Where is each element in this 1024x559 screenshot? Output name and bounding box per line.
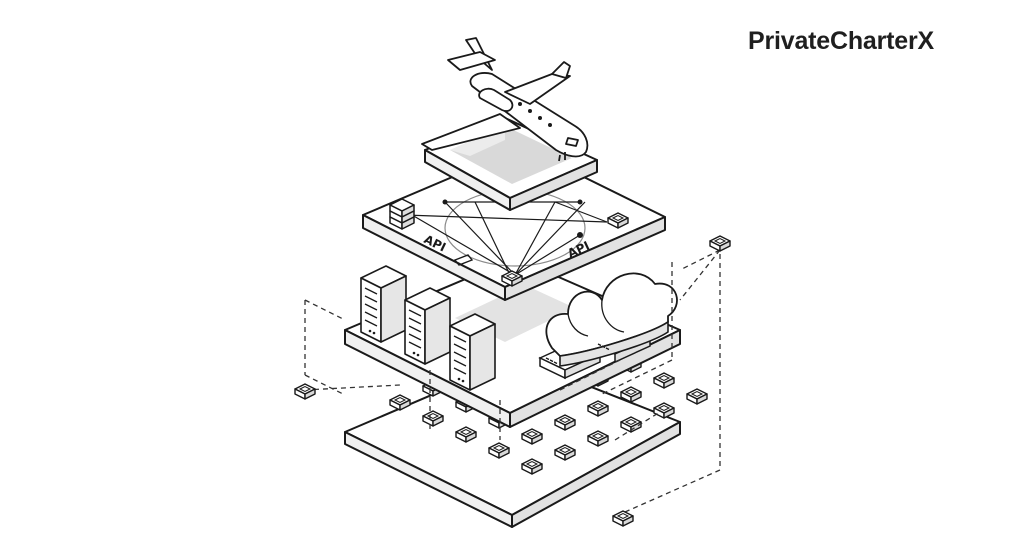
remote-node-icon — [709, 235, 731, 252]
api-connections — [404, 201, 608, 276]
server-tower-icon — [449, 313, 496, 391]
server-tower-icon — [404, 287, 451, 365]
aircraft-layer — [421, 37, 598, 211]
database-icon — [389, 198, 415, 230]
grid-node-icon — [653, 372, 675, 389]
private-jet-icon — [421, 37, 589, 162]
node-grid-layer — [344, 324, 708, 528]
compute-layer — [344, 257, 681, 428]
grid-node-icon — [686, 388, 708, 405]
api-layer: API API — [362, 146, 666, 301]
brand-logo: PrivateCharterX — [748, 27, 934, 55]
connector-icon — [453, 254, 474, 266]
remote-node-icon — [612, 510, 634, 527]
cloud-icon — [538, 272, 678, 380]
server-tower-icon — [360, 265, 407, 343]
dashed-connectors — [304, 245, 721, 513]
remote-node-icon — [294, 383, 316, 400]
